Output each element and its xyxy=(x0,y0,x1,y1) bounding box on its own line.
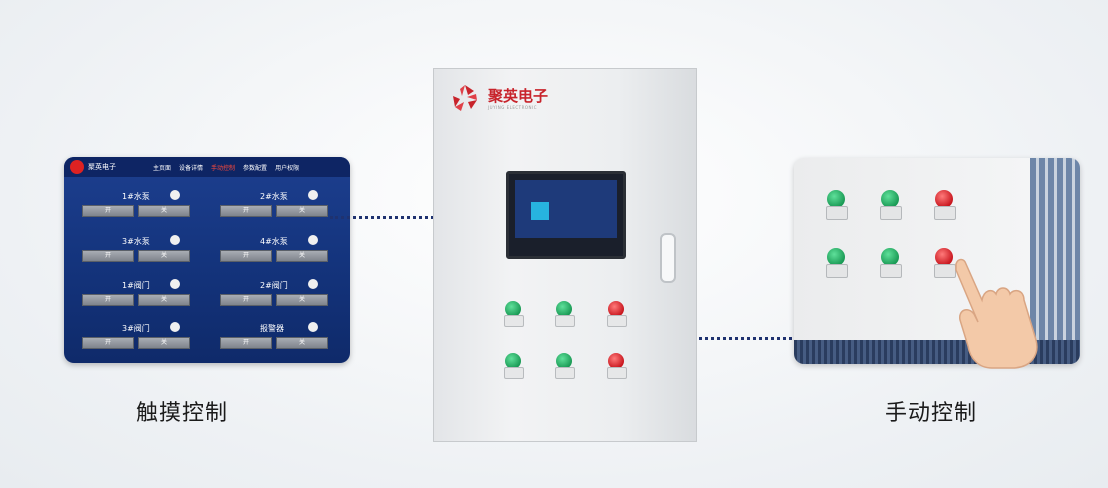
status-indicator-icon xyxy=(170,235,180,245)
lamp-base xyxy=(880,264,902,278)
lamp-base xyxy=(607,315,627,327)
open-button[interactable]: 开 xyxy=(220,294,272,306)
indicator-lamp xyxy=(607,353,627,379)
lamp-cap xyxy=(827,248,845,266)
cabinet-brand-sub: JUYING ELECTRONIC xyxy=(488,105,538,110)
status-indicator-icon xyxy=(170,190,180,200)
status-indicator-icon xyxy=(308,322,318,332)
touch-top-bar: 聚英电子 主页面 设备详情 手动控制 参数配置 用户权限 xyxy=(64,157,350,177)
nav-item-home[interactable]: 主页面 xyxy=(153,164,172,172)
close-button[interactable]: 关 xyxy=(138,337,190,349)
nav-item-details[interactable]: 设备详情 xyxy=(179,164,204,172)
push-button-lamp[interactable] xyxy=(934,190,956,220)
indicator-lamp xyxy=(555,353,575,379)
device-label: 1#阀门 xyxy=(122,281,150,290)
nav-item-config[interactable]: 参数配置 xyxy=(243,164,268,172)
indicator-lamp xyxy=(555,301,575,327)
open-button[interactable]: 开 xyxy=(82,337,134,349)
status-indicator-icon xyxy=(308,190,318,200)
touch-brand: 聚英电子 xyxy=(88,163,116,171)
push-button-lamp[interactable] xyxy=(880,190,902,220)
push-button-lamp[interactable] xyxy=(826,248,848,278)
push-button-lamp[interactable] xyxy=(880,248,902,278)
open-button[interactable]: 开 xyxy=(82,294,134,306)
lamp-cap xyxy=(881,190,899,208)
close-button[interactable]: 关 xyxy=(276,294,328,306)
lamp-cap xyxy=(608,301,624,317)
touch-control-panel[interactable]: 聚英电子 主页面 设备详情 手动控制 参数配置 用户权限 1#水泵 开 关 2#… xyxy=(64,157,350,363)
lamp-cap xyxy=(608,353,624,369)
close-button[interactable]: 关 xyxy=(276,337,328,349)
status-indicator-icon xyxy=(170,322,180,332)
lamp-cap xyxy=(935,190,953,208)
indicator-lamp xyxy=(504,301,524,327)
lamp-cap xyxy=(556,301,572,317)
lamp-base xyxy=(934,264,956,278)
door-handle[interactable] xyxy=(660,233,676,283)
lamp-cap xyxy=(881,248,899,266)
close-button[interactable]: 关 xyxy=(138,205,190,217)
status-indicator-icon xyxy=(308,279,318,289)
lamp-cap xyxy=(505,353,521,369)
lamp-cap xyxy=(556,353,572,369)
device-label: 4#水泵 xyxy=(260,237,288,246)
lamp-cap xyxy=(505,301,521,317)
connector-line-left xyxy=(330,216,476,219)
manual-control-caption: 手动控制 xyxy=(885,401,978,426)
connector-line-right xyxy=(650,337,800,340)
device-label: 3#水泵 xyxy=(122,237,150,246)
close-button[interactable]: 关 xyxy=(276,205,328,217)
device-label: 3#阀门 xyxy=(122,324,150,333)
open-button[interactable]: 开 xyxy=(220,205,272,217)
lamp-base xyxy=(504,315,524,327)
lamp-base xyxy=(826,206,848,220)
hmi-screen[interactable] xyxy=(506,171,626,259)
lamp-base xyxy=(555,315,575,327)
device-label: 1#水泵 xyxy=(122,192,150,201)
close-button[interactable]: 关 xyxy=(138,250,190,262)
device-label: 2#阀门 xyxy=(260,281,288,290)
status-indicator-icon xyxy=(170,279,180,289)
nav-item-users[interactable]: 用户权限 xyxy=(275,164,300,172)
lamp-base xyxy=(880,206,902,220)
tank-icon xyxy=(531,202,549,220)
building-backdrop xyxy=(1030,158,1080,364)
open-button[interactable]: 开 xyxy=(220,250,272,262)
close-button[interactable]: 关 xyxy=(276,250,328,262)
indicator-lamp xyxy=(504,353,524,379)
open-button[interactable]: 开 xyxy=(220,337,272,349)
device-label: 报警器 xyxy=(260,324,284,333)
lamp-base xyxy=(826,264,848,278)
push-button-lamp[interactable] xyxy=(934,248,956,278)
lamp-base xyxy=(607,367,627,379)
lamp-base xyxy=(504,367,524,379)
cabinet-brand: 聚英电子 xyxy=(488,87,549,105)
open-button[interactable]: 开 xyxy=(82,250,134,262)
lamp-cap xyxy=(935,248,953,266)
lamp-cap xyxy=(827,190,845,208)
device-label: 2#水泵 xyxy=(260,192,288,201)
touch-nav: 主页面 设备详情 手动控制 参数配置 用户权限 xyxy=(150,162,302,173)
brand-logo-icon xyxy=(70,160,84,174)
control-cabinet: 聚英电子 JUYING ELECTRONIC xyxy=(433,68,697,442)
lamp-base xyxy=(555,367,575,379)
status-indicator-icon xyxy=(308,235,318,245)
hmi-display xyxy=(515,180,617,238)
hand-pointer-icon xyxy=(955,258,1038,369)
nav-item-manual[interactable]: 手动控制 xyxy=(211,164,236,172)
brand-logo-icon xyxy=(453,85,477,111)
touch-control-caption: 触摸控制 xyxy=(136,401,229,426)
lamp-base xyxy=(934,206,956,220)
close-button[interactable]: 关 xyxy=(138,294,190,306)
indicator-lamp xyxy=(607,301,627,327)
open-button[interactable]: 开 xyxy=(82,205,134,217)
push-button-lamp[interactable] xyxy=(826,190,848,220)
